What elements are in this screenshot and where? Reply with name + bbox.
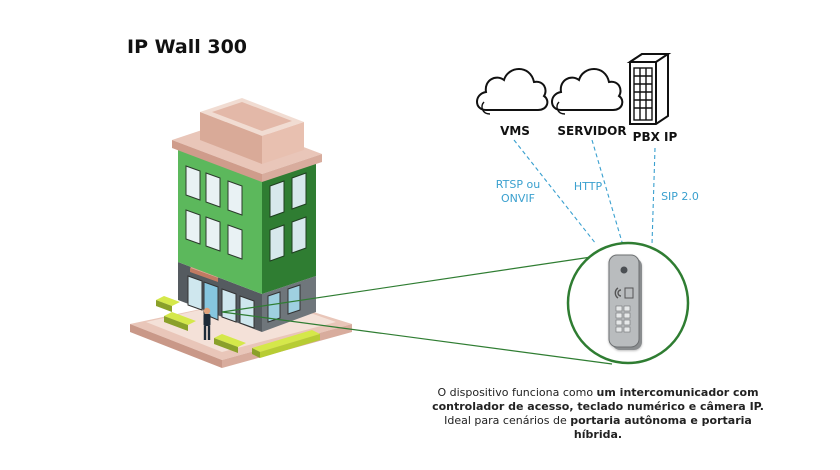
page-title: IP Wall 300 <box>127 36 248 58</box>
http-link <box>591 139 623 243</box>
intercom-device-callout <box>566 241 690 365</box>
intercom-icon <box>608 254 642 350</box>
vms-label: VMS <box>500 124 530 138</box>
sip-link <box>651 147 656 245</box>
rtsp-link <box>513 139 597 245</box>
person-figure <box>203 307 211 340</box>
protocol-rtsp-line1: RTSP ou <box>495 178 541 191</box>
description-bold-2: portaria autônoma e portaria híbrida. <box>570 414 752 441</box>
pbx-label: PBX IP <box>632 130 678 144</box>
vms-cloud-icon <box>476 68 549 115</box>
description-text-2: Ideal para cenários de <box>444 414 571 427</box>
protocol-http-label: HTTP <box>573 180 603 193</box>
protocol-links <box>513 139 656 245</box>
protocol-rtsp-line2: ONVIF <box>501 192 535 205</box>
servidor-label: SERVIDOR <box>557 124 627 138</box>
protocol-sip-label: SIP 2.0 <box>661 190 699 203</box>
description-text-1: O dispositivo funciona como <box>437 386 597 399</box>
pbx-building-icon <box>626 53 672 125</box>
device-description: O dispositivo funciona como um intercomu… <box>420 386 776 442</box>
description-bold-1: um intercomunicador com controlador de a… <box>432 386 764 413</box>
building-illustration <box>130 98 352 368</box>
protocol-rtsp-label: RTSP ou ONVIF <box>486 178 550 206</box>
connector-lines <box>221 255 613 365</box>
servidor-cloud-icon <box>551 68 624 115</box>
